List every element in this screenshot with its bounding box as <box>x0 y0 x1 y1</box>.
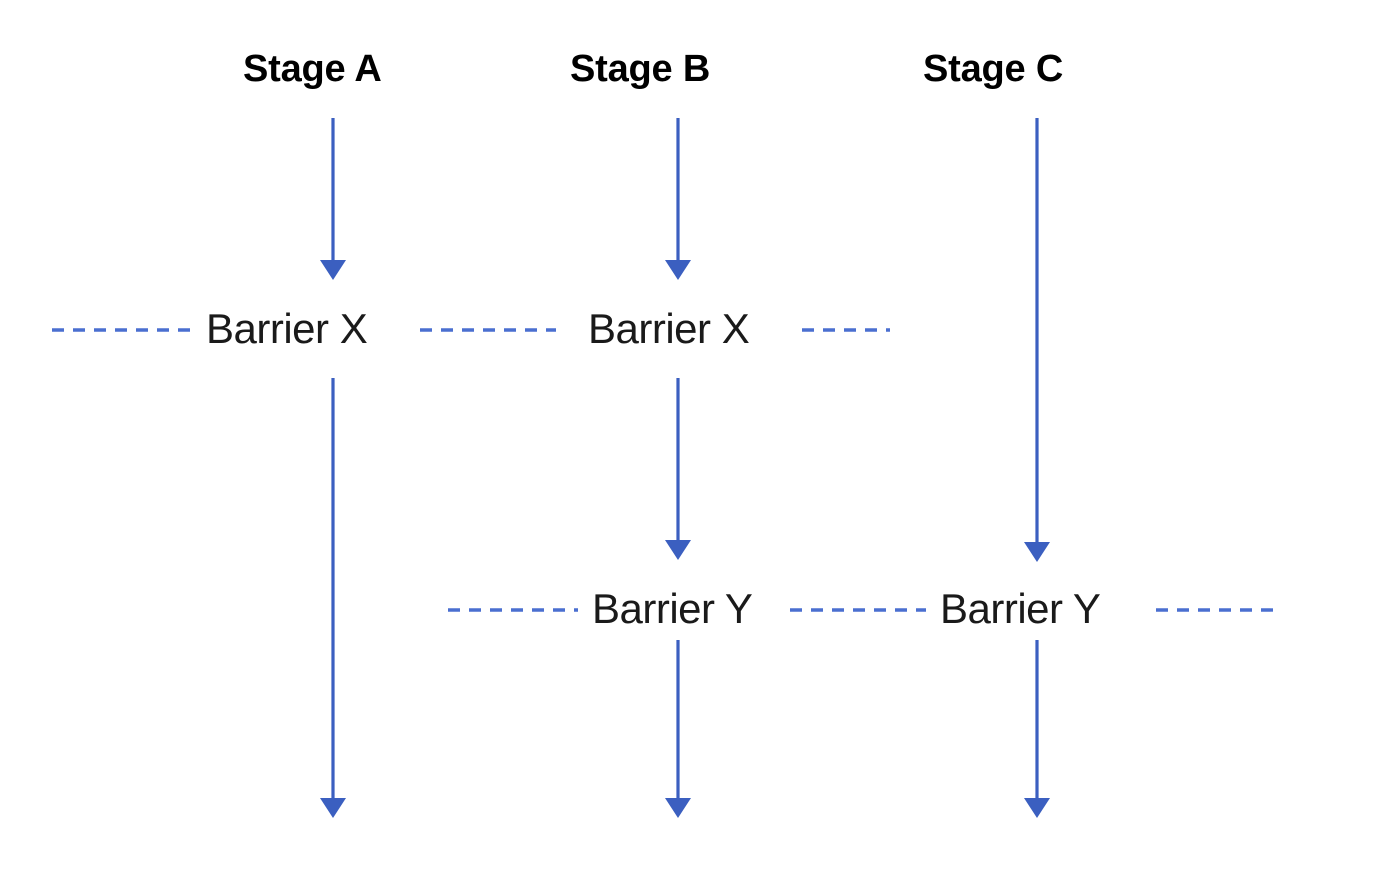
arrow-stage-b-to-barrier-x <box>665 118 691 280</box>
barrier-label-barrier-x-b: Barrier X <box>588 305 750 352</box>
arrow-head-icon <box>320 798 346 818</box>
arrow-barrier-x-b-to-barrier-y <box>665 378 691 560</box>
arrow-stage-a-to-barrier-x <box>320 118 346 280</box>
arrow-barrier-y-c-to-end <box>1024 640 1050 818</box>
arrow-stage-c-to-barrier-y <box>1024 118 1050 562</box>
arrow-head-icon <box>320 260 346 280</box>
arrow-head-icon <box>1024 798 1050 818</box>
arrow-head-icon <box>665 540 691 560</box>
stage-header-c: Stage C <box>923 48 1064 90</box>
arrow-barrier-x-a-to-end <box>320 378 346 818</box>
dashed-link-group <box>52 328 1281 612</box>
stage-header-a: Stage A <box>243 48 382 90</box>
barrier-label-barrier-y-c: Barrier Y <box>940 585 1101 632</box>
arrow-barrier-y-b-to-end <box>665 640 691 818</box>
arrow-head-icon <box>1024 542 1050 562</box>
barrier-label-barrier-x-a: Barrier X <box>206 305 368 352</box>
stage-header-b: Stage B <box>570 48 711 90</box>
arrow-head-icon <box>665 798 691 818</box>
arrow-head-icon <box>665 260 691 280</box>
flow-arrow-group <box>320 118 1050 818</box>
barrier-label-barrier-y-b: Barrier Y <box>592 585 753 632</box>
